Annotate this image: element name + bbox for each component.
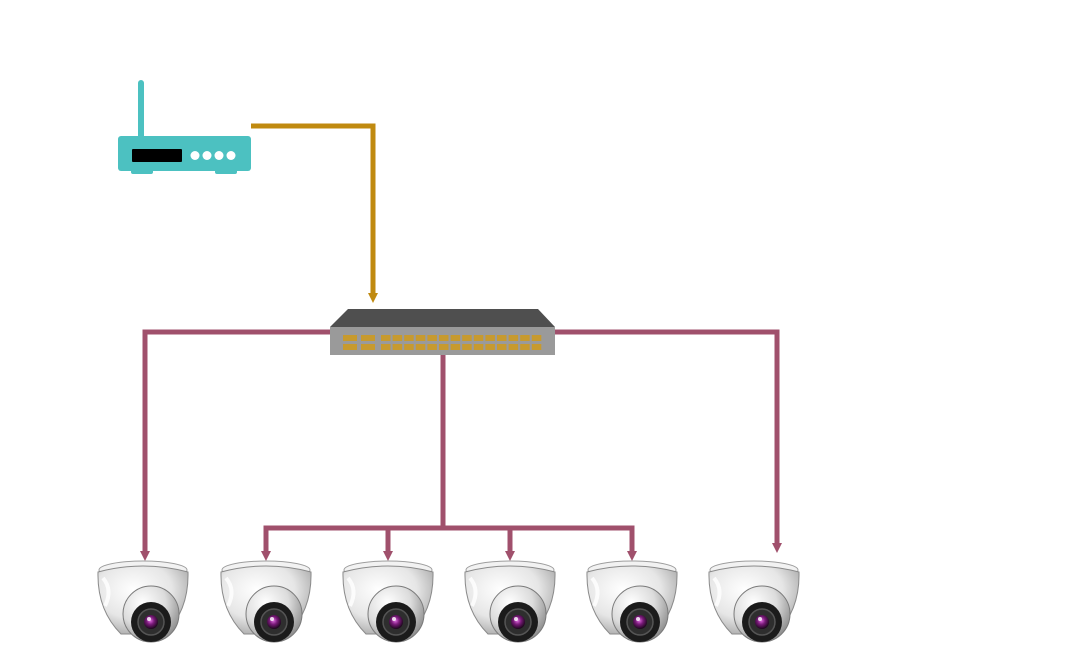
dome-camera-icon xyxy=(220,560,312,643)
switch-port xyxy=(439,344,449,350)
camera-lens-glint xyxy=(758,617,762,621)
connector-switch-camera-5 xyxy=(443,525,637,561)
switch-port xyxy=(361,335,375,341)
switch-port xyxy=(462,335,472,341)
connector-switch-camera-4 xyxy=(443,525,515,561)
camera-highlight xyxy=(468,576,478,607)
switch-port xyxy=(343,344,357,350)
camera-lens xyxy=(144,615,158,629)
camera-highlight xyxy=(590,576,600,607)
connector-switch-camera-2 xyxy=(261,355,446,561)
camera-lens-glint xyxy=(392,617,396,621)
switch-port xyxy=(450,335,461,341)
connector-router-switch xyxy=(251,123,378,303)
switch-port xyxy=(485,335,495,341)
dome-camera-icon xyxy=(97,560,189,643)
switch-port xyxy=(427,344,437,350)
switch-port xyxy=(520,344,530,350)
switch-port xyxy=(508,335,519,341)
switch-port xyxy=(485,344,495,350)
switch-port xyxy=(415,335,426,341)
switch-port xyxy=(508,344,519,350)
switch-port xyxy=(531,344,542,350)
camera-lens xyxy=(755,615,769,629)
switch-port xyxy=(473,335,484,341)
camera-highlight xyxy=(346,576,356,607)
switch-port xyxy=(450,344,461,350)
router-foot-right xyxy=(215,169,237,174)
switch-port xyxy=(404,344,414,350)
router-display xyxy=(132,149,182,162)
camera-lens-glint xyxy=(636,617,640,621)
switch-port xyxy=(462,344,472,350)
camera-lens xyxy=(633,615,647,629)
switch-port xyxy=(427,335,437,341)
router-led xyxy=(214,151,224,160)
connector-switch-camera-3 xyxy=(383,525,443,561)
switch-port xyxy=(381,335,391,341)
camera-lens-glint xyxy=(514,617,518,621)
camera-lens xyxy=(389,615,403,629)
switch-port xyxy=(497,344,507,350)
switch-port xyxy=(381,344,391,350)
camera-highlight xyxy=(712,576,722,607)
switch-port xyxy=(415,344,426,350)
switch-port xyxy=(439,335,449,341)
switch-port-panel xyxy=(343,335,542,350)
camera-highlight xyxy=(224,576,234,607)
camera-lens xyxy=(267,615,281,629)
switch-port xyxy=(531,335,542,341)
connector-switch-camera-1 xyxy=(140,329,330,561)
dome-camera-icon xyxy=(464,560,556,643)
switch-top xyxy=(330,309,555,327)
camera-highlight xyxy=(101,576,111,607)
switch-port xyxy=(343,335,357,341)
router-led xyxy=(190,151,200,160)
camera-row xyxy=(97,560,800,643)
router-foot-left xyxy=(131,169,153,174)
switch-port xyxy=(361,344,375,350)
connections xyxy=(140,123,782,561)
camera-lens-glint xyxy=(270,617,274,621)
dome-camera-icon xyxy=(586,560,678,643)
connector-switch-camera-6 xyxy=(555,329,782,553)
switch-port xyxy=(497,335,507,341)
switch-port xyxy=(404,335,414,341)
camera-lens-glint xyxy=(147,617,151,621)
switch-icon xyxy=(330,309,555,355)
switch-port xyxy=(520,335,530,341)
switch-port xyxy=(392,335,403,341)
dome-camera-icon xyxy=(342,560,434,643)
router-antenna xyxy=(138,80,144,140)
router-led xyxy=(202,151,212,160)
router-body xyxy=(118,136,251,171)
dome-camera-icon xyxy=(708,560,800,643)
router-icon xyxy=(118,80,251,174)
switch-port xyxy=(473,344,484,350)
camera-lens xyxy=(511,615,525,629)
router-led xyxy=(226,151,236,160)
switch-port xyxy=(392,344,403,350)
